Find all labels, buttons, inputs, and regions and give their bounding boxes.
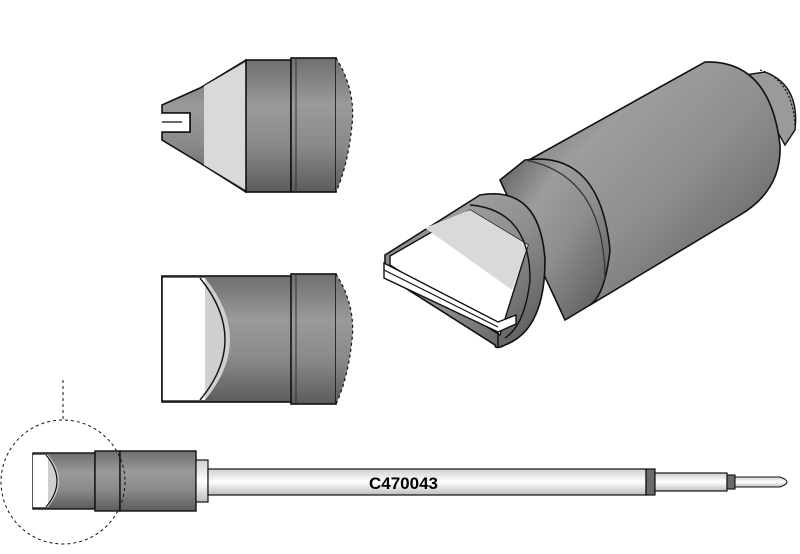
part-number-label: C470043 bbox=[369, 474, 438, 493]
cartridge-full-view: C470043 bbox=[0, 380, 788, 545]
tip-side-view bbox=[161, 57, 354, 194]
tip-top-view bbox=[161, 273, 354, 405]
tip-3d-view bbox=[383, 61, 797, 349]
